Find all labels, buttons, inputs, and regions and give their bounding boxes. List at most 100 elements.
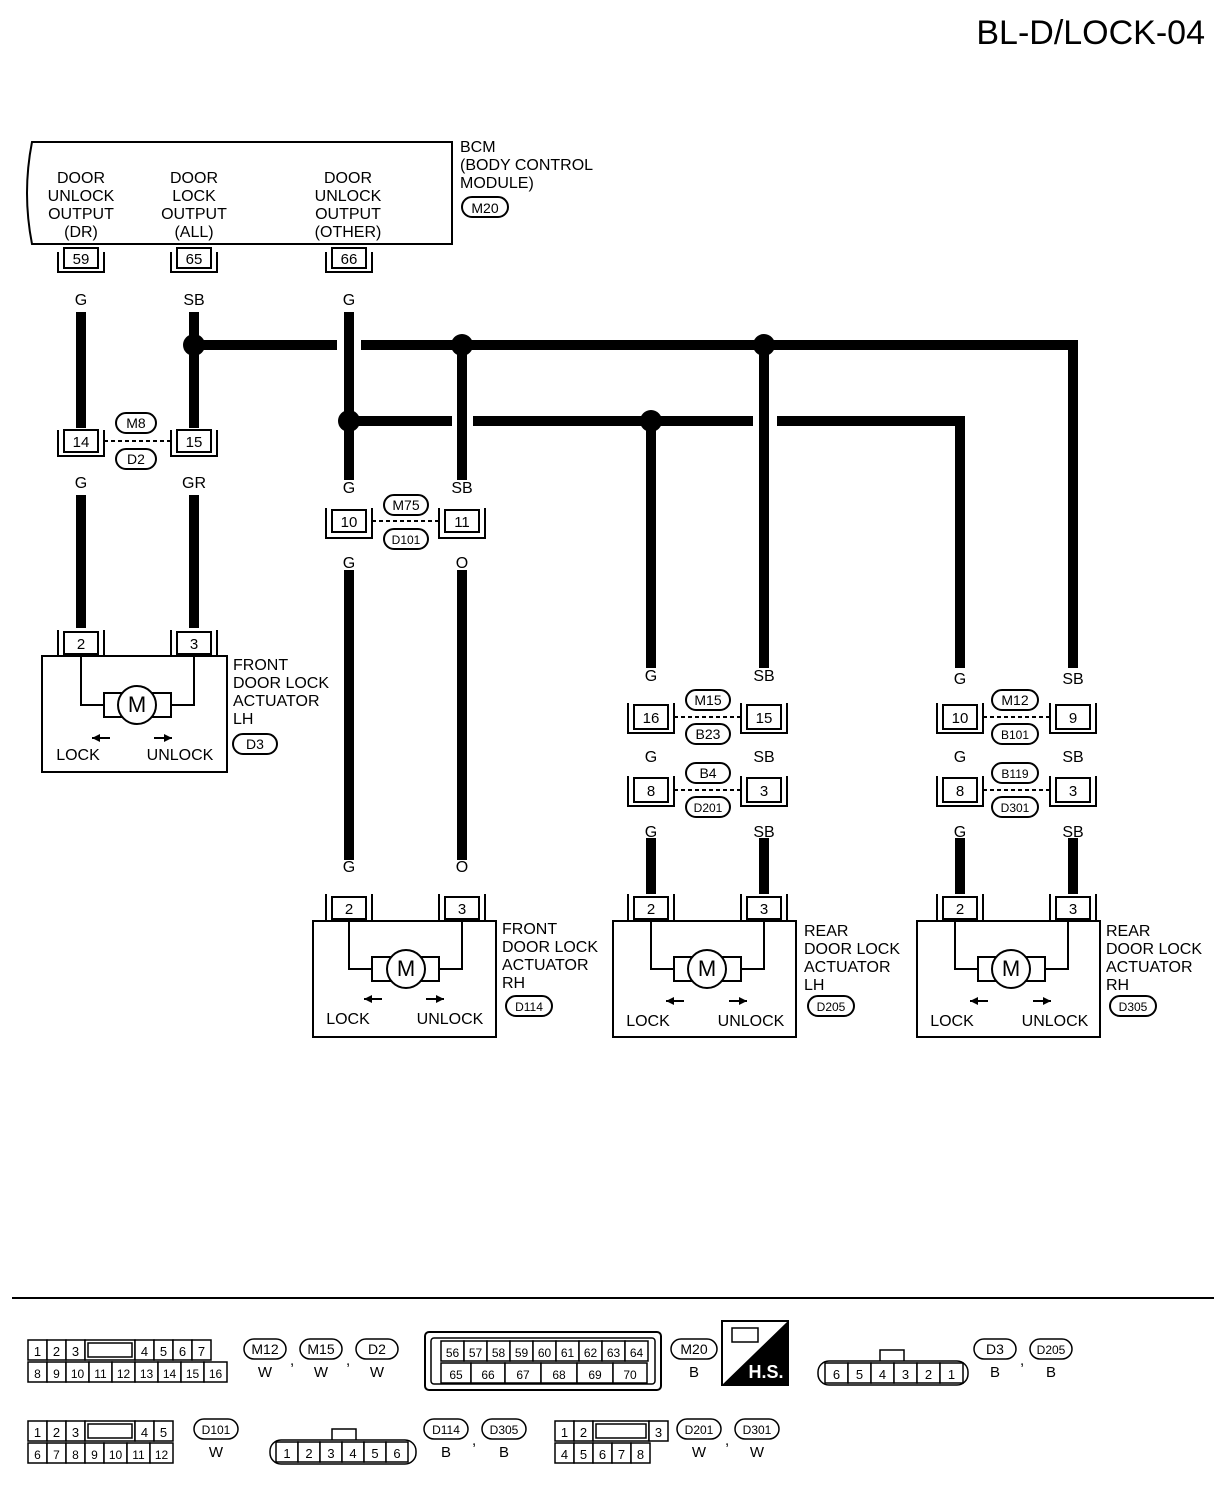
svg-text:(BODY CONTROL: (BODY CONTROL: [460, 157, 593, 174]
separator-comma: ,: [1020, 1352, 1024, 1369]
pin-cell: [624, 1340, 649, 1362]
pin-number: 4: [141, 1425, 148, 1440]
joint-connector-b119-d301: G SB 8 3 B119 D301 G SB: [936, 749, 1097, 841]
connector-id: D205: [1037, 1343, 1066, 1357]
pin-cell: [191, 1339, 212, 1361]
svg-text:DOOR LOCK: DOOR LOCK: [804, 941, 900, 958]
svg-text:M20: M20: [471, 200, 498, 216]
svg-text:10: 10: [952, 710, 969, 727]
svg-text:2: 2: [647, 901, 655, 918]
connector-color: W: [692, 1444, 707, 1461]
svg-text:UNLOCK: UNLOCK: [147, 747, 214, 764]
pin-number: 1: [283, 1446, 290, 1461]
latch-slot: [87, 1423, 133, 1439]
svg-text:15: 15: [186, 434, 203, 451]
pin-number: 1: [561, 1425, 568, 1440]
svg-text:3: 3: [1069, 901, 1077, 918]
svg-text:M: M: [698, 956, 716, 981]
svg-text:65: 65: [186, 251, 203, 268]
svg-text:M12: M12: [1001, 692, 1028, 708]
svg-text:LH: LH: [233, 711, 253, 728]
bcm-pin-66: 66: [325, 247, 373, 273]
svg-text:LOCK: LOCK: [172, 188, 216, 205]
pin-cell: [612, 1362, 648, 1384]
pin-number: 61: [561, 1346, 575, 1360]
svg-text:B4: B4: [699, 765, 716, 781]
pin-number: 11: [94, 1367, 107, 1381]
connector-id-tag: [243, 1338, 287, 1360]
svg-text:3: 3: [190, 636, 198, 653]
svg-text:SB: SB: [1062, 749, 1083, 766]
svg-text:OUTPUT: OUTPUT: [48, 206, 114, 223]
connector-id: M12: [251, 1341, 278, 1357]
connector-id-tag: [973, 1338, 1017, 1360]
wire-color-66: G: [343, 292, 355, 309]
svg-text:G: G: [645, 824, 657, 841]
pin-number: 4: [141, 1344, 148, 1359]
connector-id-tag: [676, 1418, 722, 1440]
connector-color: B: [990, 1364, 1000, 1381]
svg-text:REAR: REAR: [804, 923, 848, 940]
svg-text:D205: D205: [817, 1000, 846, 1014]
svg-text:G: G: [645, 668, 657, 685]
pin-number: 7: [53, 1448, 60, 1462]
pin-number: 65: [449, 1368, 463, 1382]
pin-number: 67: [516, 1368, 530, 1382]
connector-id: D301: [743, 1423, 772, 1437]
pin-number: 2: [925, 1367, 932, 1382]
svg-text:M: M: [128, 692, 146, 717]
pin-number: 6: [179, 1344, 186, 1359]
svg-text:UNLOCK: UNLOCK: [1022, 1013, 1089, 1030]
pin-number: 3: [327, 1446, 334, 1461]
svg-text:D101: D101: [392, 533, 421, 547]
pin-number: 15: [186, 1367, 200, 1381]
svg-text:9: 9: [1069, 710, 1077, 727]
pin-number: 9: [91, 1448, 98, 1462]
svg-text:B101: B101: [1001, 728, 1029, 742]
connector-id-tag: [481, 1418, 527, 1440]
svg-text:B119: B119: [1001, 767, 1028, 781]
svg-text:ACTUATOR: ACTUATOR: [1106, 959, 1193, 976]
svg-text:14: 14: [73, 434, 90, 451]
connector-id-tag: [423, 1418, 469, 1440]
pin-number: 64: [630, 1346, 644, 1360]
connector-color: B: [689, 1364, 699, 1381]
pin-number: 6: [393, 1446, 400, 1461]
svg-text:MODULE): MODULE): [460, 175, 534, 192]
pin-cell: [149, 1442, 174, 1464]
pin-cell: [648, 1420, 669, 1442]
pin-number: 2: [53, 1344, 60, 1359]
actuator-front-lh: 2 3 M LOCK UNLOCK FRONT DOOR LOCK ACTUAT…: [41, 630, 329, 773]
pin-number: 69: [588, 1368, 602, 1382]
svg-text:D305: D305: [1119, 1000, 1148, 1014]
latch-slot: [595, 1423, 647, 1439]
svg-text:OUTPUT: OUTPUT: [161, 206, 227, 223]
svg-text:D301: D301: [1001, 801, 1030, 815]
actuator-rear-rh: 2 3 M LOCK UNLOCK REAR DOOR LOCK ACTUATO…: [916, 894, 1202, 1038]
connector-color: W: [209, 1444, 224, 1461]
svg-text:8: 8: [647, 783, 655, 800]
svg-text:16: 16: [643, 710, 660, 727]
svg-text:SB: SB: [753, 668, 774, 685]
harness-side-label: H.S.: [748, 1362, 783, 1382]
svg-text:11: 11: [454, 514, 470, 531]
connector-id-tag: [670, 1338, 718, 1360]
pin-number: 3: [72, 1344, 79, 1359]
connector-key: [879, 1349, 905, 1363]
pin-number: 68: [552, 1368, 566, 1382]
svg-text:OUTPUT: OUTPUT: [315, 206, 381, 223]
svg-text:UNLOCK: UNLOCK: [718, 1013, 785, 1030]
pin-number: 57: [469, 1346, 483, 1360]
actuator-front-rh: G O 2 3 M LOCK UNLOCK FRONT DOOR LOCK AC…: [312, 859, 598, 1038]
svg-text:GR: GR: [182, 475, 206, 492]
svg-text:DOOR LOCK: DOOR LOCK: [1106, 941, 1202, 958]
pin-number: 6: [833, 1367, 840, 1382]
svg-text:59: 59: [73, 251, 90, 268]
connector-id: M15: [307, 1341, 334, 1357]
connector-id-tag: [734, 1418, 780, 1440]
svg-text:LOCK: LOCK: [326, 1011, 370, 1028]
